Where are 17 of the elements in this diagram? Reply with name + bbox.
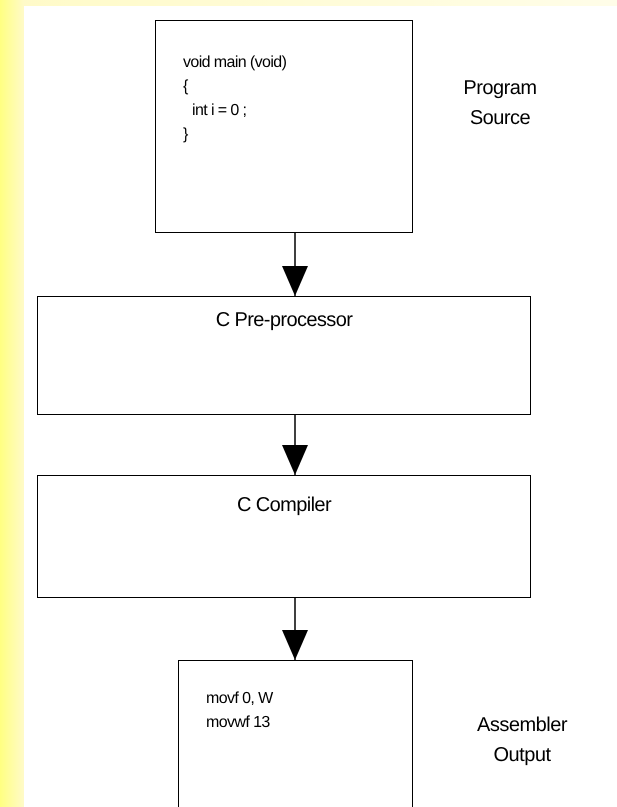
code-box	[155, 20, 413, 233]
code-line: movwf 13	[206, 713, 270, 733]
arrow	[282, 233, 308, 296]
code-line: void main (void)	[183, 53, 286, 73]
arrow	[282, 598, 308, 660]
process-box	[37, 296, 531, 415]
code-line: }	[183, 125, 188, 145]
stage-caption: Program Source	[462, 76, 538, 131]
arrow	[282, 415, 308, 475]
code-line: movf 0, W	[206, 689, 273, 709]
box-label: C Compiler	[236, 494, 332, 517]
code-line: {	[183, 77, 188, 97]
code-line: int i = 0 ;	[192, 101, 246, 121]
box-label: C Pre-processor	[216, 309, 352, 332]
stage-caption: Assembler Output	[476, 713, 568, 768]
process-box	[37, 475, 531, 598]
code-box	[178, 660, 413, 807]
